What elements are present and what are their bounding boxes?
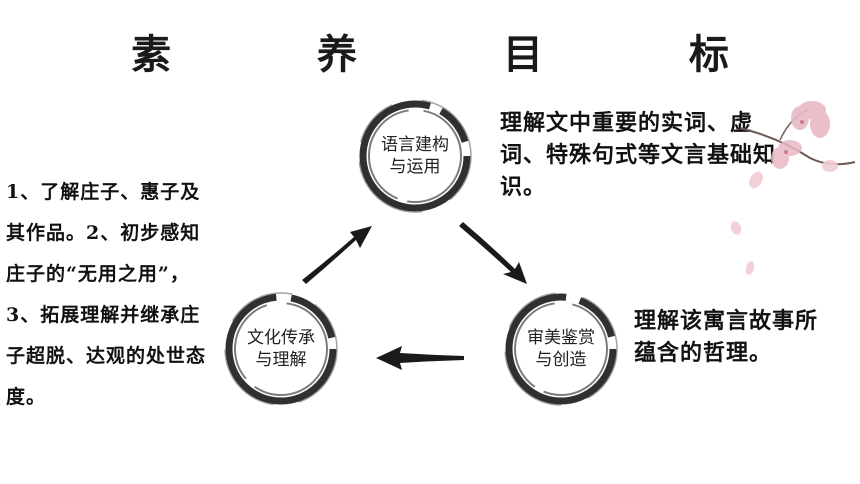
list-item: 2、初步感知庄子的“无用之用”， (6, 222, 201, 285)
goal-language-line2: 与运用 (389, 157, 441, 177)
brush-arrow-icon (302, 226, 372, 284)
ink-circle-icon (504, 292, 618, 406)
goal-circle-culture-label: 文化传承 与理解 (222, 290, 340, 408)
goal-circle-language-label: 语言建构 与运用 (356, 97, 474, 215)
page-title: 素 养 目 标 (131, 31, 795, 78)
goal-circle-aesthetic-label: 审美鉴赏 与创造 (502, 290, 620, 408)
goal-aesthetic-line2: 与创造 (535, 350, 587, 370)
brush-arrow-icon (459, 222, 527, 284)
goal-language-desc: 理解文中重要的实词、虚词、特殊句式等文言基础知识。 (500, 110, 777, 200)
goal-culture-line2: 与理解 (255, 350, 307, 370)
brush-arrow-icon (376, 346, 464, 370)
list-item: 3、拓展理解并继承庄子超脱、达观的处世态度。 (6, 304, 207, 408)
ink-circle-icon (224, 292, 338, 406)
goal-culture-list: 1、了解庄子、惠子及其作品。2、初步感知庄子的“无用之用”， 3、拓展理解并继承庄… (6, 172, 212, 418)
goal-aesthetic-desc: 理解该寓言故事所蕴含的哲理。 (634, 308, 819, 366)
goal-language-line1: 语言建构 (381, 135, 449, 155)
goal-circle-aesthetic: 审美鉴赏 与创造 (502, 290, 620, 408)
goal-aesthetic-line1: 审美鉴赏 (527, 328, 595, 348)
plum-blossom-icon (730, 101, 856, 275)
goal-circle-culture: 文化传承 与理解 (222, 290, 340, 408)
goal-culture-line1: 文化传承 (247, 328, 315, 348)
goal-circle-language: 语言建构 与运用 (356, 97, 474, 215)
list-item: 1、了解庄子、惠子及其作品。 (6, 181, 201, 244)
ink-circle-icon (358, 99, 472, 213)
